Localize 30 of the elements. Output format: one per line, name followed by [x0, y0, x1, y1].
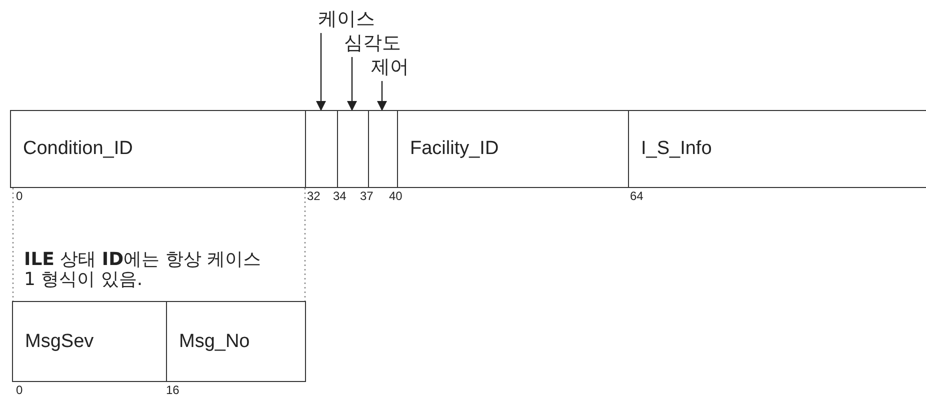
field-cell — [628, 110, 926, 188]
bit-offset: 32 — [307, 190, 320, 203]
field-name: Condition_ID — [22, 138, 133, 160]
bit-offset: 34 — [333, 190, 346, 203]
bit-offset: 0 — [16, 384, 23, 397]
field-label: 케이스 — [318, 8, 375, 30]
field-name: I_S_Info — [640, 138, 712, 160]
bit-offset: 16 — [166, 384, 180, 397]
field-name: Facility_ID — [409, 138, 499, 160]
field-cell — [397, 110, 629, 188]
arrow — [377, 81, 387, 111]
bit-offset: 0 — [16, 190, 23, 203]
projection-line — [12, 188, 14, 301]
field-cell — [166, 301, 306, 382]
field-cell — [10, 110, 306, 188]
bit-offset: 64 — [630, 190, 644, 203]
field-cell — [12, 301, 167, 382]
field-cell — [337, 110, 369, 188]
field-label: 심각도 — [344, 32, 401, 54]
note-text: ILE 상태 ID에는 항상 케이스 1 형식이 있음. — [24, 250, 262, 290]
bit-offset: 40 — [389, 190, 402, 203]
field-cell — [305, 110, 338, 188]
arrow — [316, 33, 326, 111]
field-name: Msg_No — [178, 330, 250, 352]
field-cell — [368, 110, 398, 188]
bit-offset: 37 — [360, 190, 374, 203]
field-name: MsgSev — [24, 330, 94, 352]
arrow — [347, 57, 357, 111]
field-label: 제어 — [371, 56, 409, 78]
projection-line — [304, 188, 306, 301]
